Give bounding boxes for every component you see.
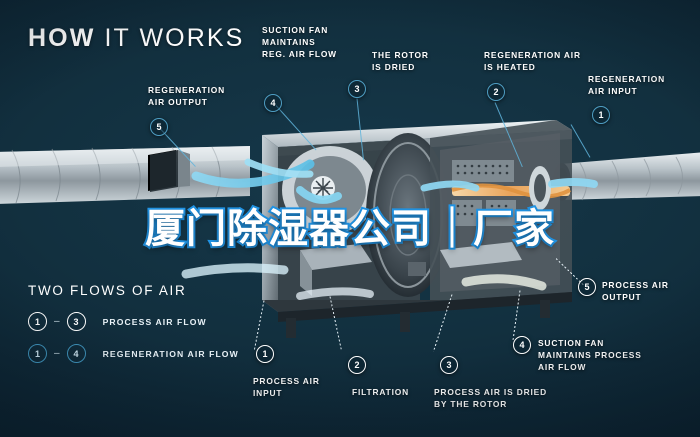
legend-circle-process-from: 1: [28, 312, 47, 331]
callout-text-regeneration-2: REGENERATION AIR IS HEATED: [484, 50, 581, 72]
callout-text-process-5: PROCESS AIR OUTPUT: [602, 280, 669, 302]
title-bold: HOW: [28, 24, 96, 52]
legend-heading: TWO FLOWS OF AIR: [28, 283, 187, 298]
legend-dash-process: –: [54, 316, 60, 327]
right-duct: [553, 152, 700, 201]
legend-circle-regeneration-from: 1: [28, 344, 47, 363]
page-title: HOW IT WORKS: [28, 24, 244, 53]
callout-number-process-3[interactable]: 3: [440, 356, 458, 374]
callout-number-regeneration-2[interactable]: 2: [487, 83, 505, 101]
callout-text-regeneration-1: REGENERATION AIR INPUT: [588, 74, 666, 96]
callout-number-regeneration-5[interactable]: 5: [150, 118, 168, 136]
callout-number-process-4[interactable]: 4: [513, 336, 531, 354]
callout-number-process-1[interactable]: 1: [256, 345, 274, 363]
title-light: IT WORKS: [104, 24, 245, 52]
legend-row-regeneration: 1 – 4 REGENERATION AIR FLOW: [28, 344, 239, 363]
callout-number-process-2[interactable]: 2: [348, 356, 366, 374]
callout-text-regeneration-3: THE ROTOR IS DRIED: [372, 50, 429, 72]
callout-number-regeneration-3[interactable]: 3: [348, 80, 366, 98]
legend-circle-regeneration-to: 4: [66, 344, 86, 363]
callout-text-regeneration-4: SUCTION FAN MAINTAINS REG. AIR FLOW: [262, 25, 337, 59]
legend-label-process: PROCESS AIR FLOW: [102, 316, 207, 327]
watermark-text: 厦门除湿器公司｜厂家: [143, 204, 556, 254]
callout-text-process-2: FILTRATION: [352, 387, 410, 397]
legend-label-regeneration: REGENERATION AIR FLOW: [102, 348, 239, 359]
legend-row-process: 1 – 3 PROCESS AIR FLOW: [28, 312, 239, 331]
callout-text-regeneration-5: REGENERATION AIR OUTPUT: [148, 85, 226, 107]
callout-number-regeneration-1[interactable]: 1: [592, 106, 610, 124]
legend-dash-regeneration: –: [54, 348, 60, 359]
callout-number-process-5[interactable]: 5: [578, 278, 596, 296]
callout-text-process-3: PROCESS AIR IS DRIED BY THE ROTOR: [434, 387, 548, 409]
callout-text-process-4: SUCTION FAN MAINTAINS PROCESS AIR FLOW: [538, 338, 642, 372]
callout-text-process-1: PROCESS AIR INPUT: [253, 376, 320, 398]
callout-number-regeneration-4[interactable]: 4: [264, 94, 282, 112]
legend: TWO FLOWS OF AIR 1 – 3 PROCESS AIR FLOW …: [28, 283, 239, 376]
legend-circle-process-to: 3: [66, 312, 86, 331]
